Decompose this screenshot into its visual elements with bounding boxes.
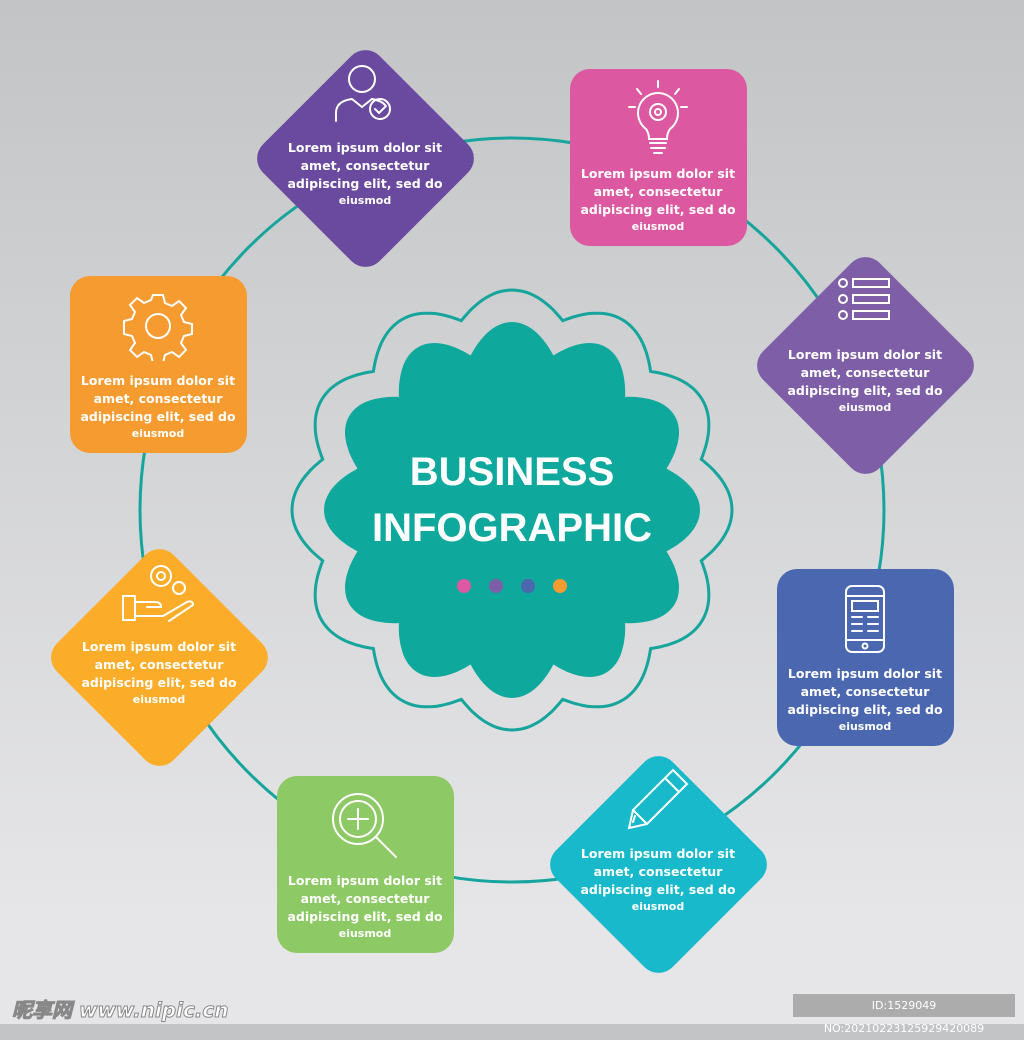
item-text-line-4: eiusmod bbox=[132, 693, 186, 706]
infographic-item-1: Lorem ipsum dolor sit amet, consectetur … bbox=[275, 53, 455, 209]
dot-pink bbox=[457, 579, 471, 593]
title-line-1: BUSINESS bbox=[409, 450, 615, 494]
infographic-item-5: Lorem ipsum dolor sit amet, consectetur … bbox=[568, 759, 748, 915]
infographic-title: BUSINESS INFOGRAPHIC bbox=[312, 444, 712, 556]
item-text-line-3: adipiscing elit, sed do bbox=[287, 176, 443, 191]
item-text-line-3: adipiscing elit, sed do bbox=[787, 702, 943, 717]
item-text-line-3: adipiscing elit, sed do bbox=[580, 202, 736, 217]
infographic-item-6-shape bbox=[277, 776, 454, 953]
smartphone-icon bbox=[775, 579, 955, 659]
item-text-line-4: eiusmod bbox=[838, 401, 892, 414]
item-text-line-2: amet, consectetur bbox=[800, 365, 930, 380]
central-badge bbox=[324, 322, 700, 698]
user-check-icon bbox=[275, 53, 455, 133]
item-text-line-1: Lorem ipsum dolor sit bbox=[80, 373, 236, 388]
lightbulb-gear-icon bbox=[568, 79, 748, 159]
infographic-item-3: Lorem ipsum dolor sit amet, consectetur … bbox=[775, 260, 955, 416]
item-text-line-3: adipiscing elit, sed do bbox=[287, 909, 443, 924]
item-text-line-4: eiusmod bbox=[338, 194, 392, 207]
checklist-icon bbox=[775, 260, 955, 340]
item-text-line-2: amet, consectetur bbox=[593, 184, 723, 199]
item-text-line-2: amet, consectetur bbox=[94, 657, 224, 672]
dot-blue bbox=[521, 579, 535, 593]
item-text-line-4: eiusmod bbox=[338, 927, 392, 940]
item-text-line-1: Lorem ipsum dolor sit bbox=[580, 846, 736, 861]
item-text-line-1: Lorem ipsum dolor sit bbox=[787, 347, 943, 362]
infographic-item-8-shape bbox=[70, 276, 247, 453]
infographic-item-8: Lorem ipsum dolor sit amet, consectetur … bbox=[68, 286, 248, 442]
infographic-item-2: Lorem ipsum dolor sit amet, consectetur … bbox=[568, 79, 748, 235]
item-text-line-2: amet, consectetur bbox=[300, 158, 430, 173]
title-line-2: INFOGRAPHIC bbox=[372, 506, 652, 550]
item-text-line-1: Lorem ipsum dolor sit bbox=[287, 140, 443, 155]
item-text-line-3: adipiscing elit, sed do bbox=[580, 882, 736, 897]
infographic-item-4: Lorem ipsum dolor sit amet, consectetur … bbox=[775, 579, 955, 735]
infographic-item-2-shape bbox=[570, 69, 747, 246]
item-text-line-3: adipiscing elit, sed do bbox=[787, 383, 943, 398]
item-text-line-1: Lorem ipsum dolor sit bbox=[787, 666, 943, 681]
item-text-line-3: adipiscing elit, sed do bbox=[81, 675, 237, 690]
gear-icon bbox=[68, 286, 248, 366]
dot-orange bbox=[553, 579, 567, 593]
watermark: 昵享网 www.nipic.cn bbox=[12, 998, 230, 1023]
image-id: ID:1529049 NO:20210223125929420089 bbox=[793, 994, 1015, 1035]
item-text-line-4: eiusmod bbox=[631, 220, 685, 233]
infographic-item-7: Lorem ipsum dolor sit amet, consectetur … bbox=[69, 552, 249, 708]
item-text-line-4: eiusmod bbox=[131, 427, 185, 440]
pencil-icon bbox=[568, 759, 748, 839]
dot-purple bbox=[489, 579, 503, 593]
connector-ring bbox=[138, 136, 886, 884]
item-text-line-2: amet, consectetur bbox=[593, 864, 723, 879]
hand-gears-icon bbox=[69, 552, 249, 632]
item-text-line-3: adipiscing elit, sed do bbox=[80, 409, 236, 424]
item-text-line-1: Lorem ipsum dolor sit bbox=[81, 639, 237, 654]
magnifier-plus-icon bbox=[275, 786, 455, 866]
item-text-line-4: eiusmod bbox=[838, 720, 892, 733]
item-text-line-2: amet, consectetur bbox=[300, 891, 430, 906]
item-text-line-4: eiusmod bbox=[631, 900, 685, 913]
infographic-item-6: Lorem ipsum dolor sit amet, consectetur … bbox=[275, 786, 455, 942]
item-text-line-1: Lorem ipsum dolor sit bbox=[580, 166, 736, 181]
item-text-line-2: amet, consectetur bbox=[93, 391, 223, 406]
item-text-line-1: Lorem ipsum dolor sit bbox=[287, 873, 443, 888]
badge-outline bbox=[290, 288, 734, 732]
infographic-item-4-shape bbox=[777, 569, 954, 746]
item-text-line-2: amet, consectetur bbox=[800, 684, 930, 699]
